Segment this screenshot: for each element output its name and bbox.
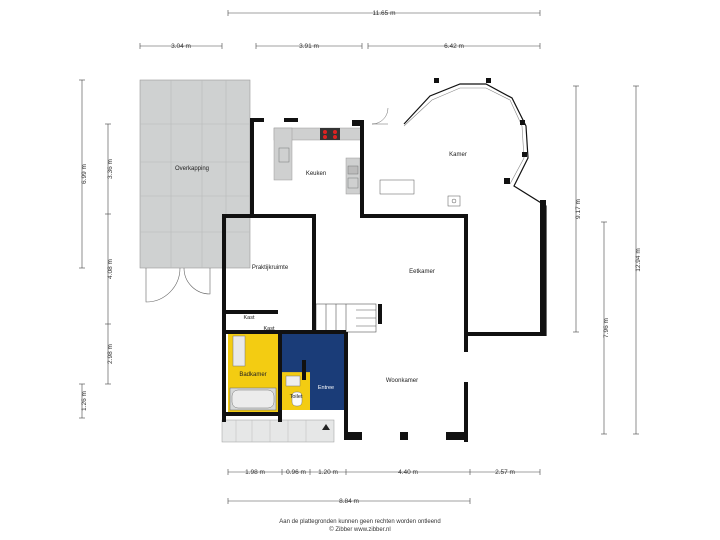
room-overkapping: Overkapping xyxy=(175,166,209,172)
dim-bottom-3: 1.20 m xyxy=(318,469,338,476)
dim-left-lower: 2.98 m xyxy=(107,344,114,364)
dimension-labels: 11.65 m 3.04 m 3.91 m 6.42 m 6.99 m 3.36… xyxy=(81,10,642,505)
room-toilet: Toilet xyxy=(290,394,303,400)
dim-top-mid: 3.91 m xyxy=(299,43,319,50)
dim-left-mid: 4.08 m xyxy=(107,259,114,279)
dim-bottom-4: 4.40 m xyxy=(398,469,418,476)
disclaimer: Aan de plattegronden kunnen geen rechten… xyxy=(279,519,441,525)
dim-top-left: 3.04 m xyxy=(171,43,191,50)
terrace xyxy=(139,79,251,303)
room-entree: Entree xyxy=(318,385,334,391)
dim-bottom-1: 1.98 m xyxy=(245,469,265,476)
dim-left-bottom: 1.26 m xyxy=(81,391,88,411)
room-praktijkruimte: Praktijkruimte xyxy=(252,265,289,271)
dim-bottom-total: 8.84 m xyxy=(339,498,359,505)
bay-window xyxy=(371,83,547,336)
room-kamer: Kamer xyxy=(449,152,467,158)
dim-top-total: 11.65 m xyxy=(372,10,395,17)
walls xyxy=(222,78,546,442)
room-keuken: Keuken xyxy=(306,171,326,177)
dim-bottom-2: 0.96 m xyxy=(286,469,306,476)
copyright: © Zibber www.zibber.nl xyxy=(329,527,391,533)
dim-right-inner: 9.17 m xyxy=(575,199,582,219)
dim-left-outer: 6.99 m xyxy=(81,164,88,184)
dim-right-outer: 12.94 m xyxy=(635,248,642,272)
dim-right-lower: 7.96 m xyxy=(603,318,610,338)
room-kast-2: Kast xyxy=(263,326,274,332)
room-eetkamer: Eetkamer xyxy=(409,269,435,275)
room-woonkamer: Woonkamer xyxy=(386,378,418,384)
front-step xyxy=(221,419,335,443)
kitchen xyxy=(273,127,363,195)
dimension-lines xyxy=(79,10,639,504)
dim-top-right: 6.42 m xyxy=(444,43,464,50)
stair xyxy=(315,303,377,333)
room-kast: Kast xyxy=(243,315,254,321)
room-badkamer: Badkamer xyxy=(239,372,266,378)
dim-bottom-5: 2.57 m xyxy=(495,469,515,476)
room-labels: Overkapping Keuken Kamer Praktijkruimte … xyxy=(175,152,467,400)
entrance xyxy=(282,332,344,410)
dim-left-inner: 3.36 m xyxy=(107,159,114,179)
